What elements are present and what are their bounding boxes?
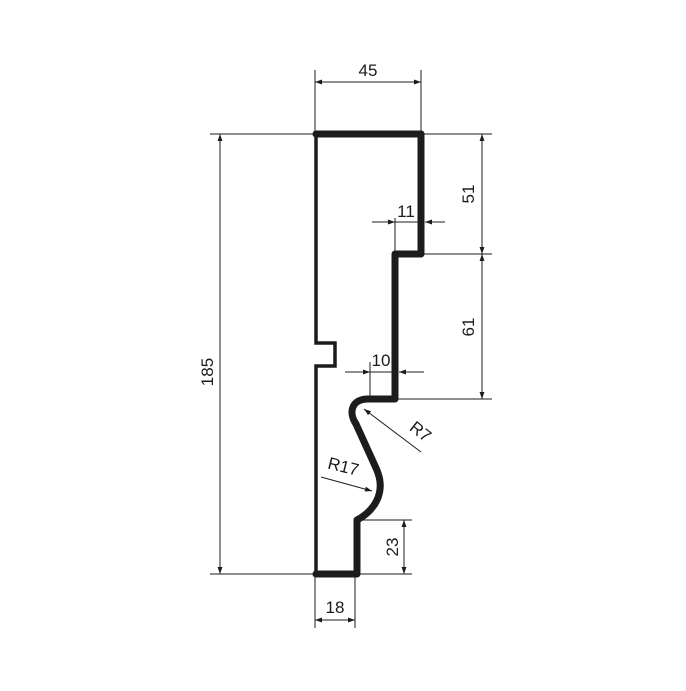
dimension-middle-step-offset: 10 [345, 351, 424, 399]
dimension-top-width: 45 [314, 61, 422, 134]
profile-outline [312, 130, 425, 578]
dimension-radius-large: R17 [320, 454, 373, 492]
dimension-label-radius-large: R17 [326, 454, 361, 480]
dimension-label-bottom-width: 18 [326, 598, 345, 617]
dimension-bottom-width: 18 [314, 574, 356, 628]
dimension-label-top-step-height: 51 [459, 185, 478, 204]
profile-left-edge [314, 134, 337, 574]
dimension-right-heights: 51 61 [395, 133, 492, 400]
dimension-label-bottom-step-height: 23 [383, 538, 402, 557]
dimension-overall-height: 185 [198, 133, 316, 575]
dimension-label-middle-step-offset: 10 [372, 351, 391, 370]
dimension-label-top-step-offset: 11 [397, 202, 415, 221]
dimension-top-step-offset: 11 [372, 202, 445, 254]
dimension-radius-small: R7 [363, 408, 435, 453]
profile-right-edge [312, 130, 425, 578]
dimension-label-overall-height: 185 [198, 358, 217, 386]
dimension-label-top-width: 45 [359, 61, 378, 80]
dimension-bottom-step-height: 23 [360, 519, 412, 574]
dimension-label-middle-step-height: 61 [459, 318, 478, 337]
dimension-label-radius-small: R7 [406, 417, 435, 445]
